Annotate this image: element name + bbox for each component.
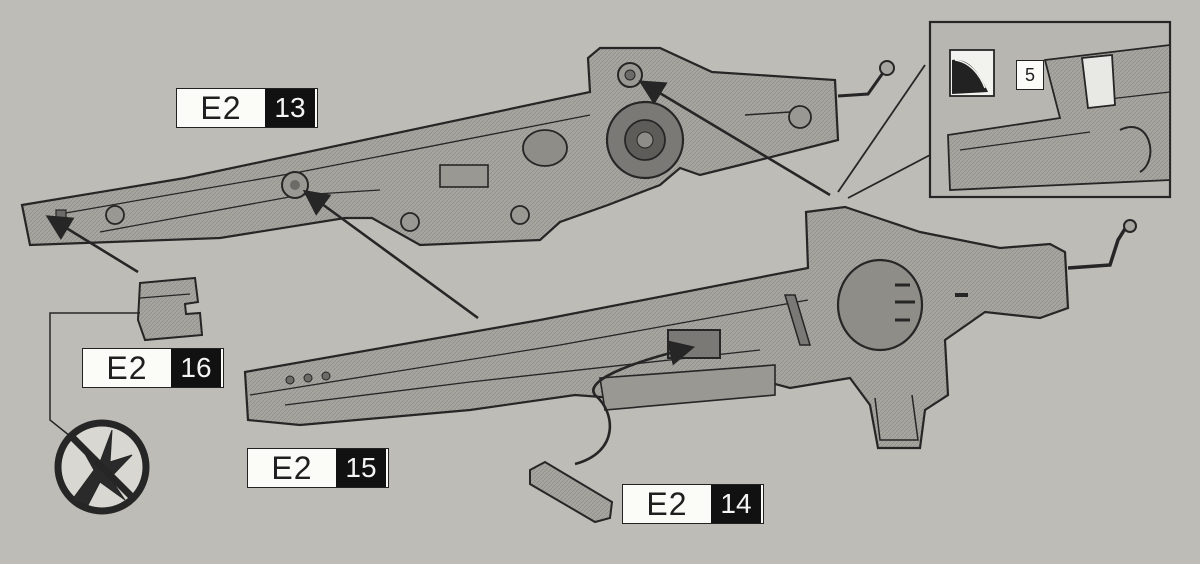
no-nipper-icon [54,419,150,515]
part-number: 14 [711,485,761,523]
sticker-5 [1080,54,1116,109]
part-label-15: E2 15 [247,448,389,488]
part-label-14: E2 14 [622,484,764,524]
part-number: 16 [171,349,221,387]
part-label-13: E2 13 [176,88,318,128]
runner-code: E2 [271,449,313,486]
sticker-number: 5 [1016,60,1044,90]
part-13-rifle-half [20,46,895,247]
part-15-rifle-half [243,205,1137,450]
assembly-arrows [45,80,831,466]
part-number: 13 [265,89,315,127]
runner-code: E2 [200,89,242,126]
part-label-16: E2 16 [82,348,224,388]
runner-code: E2 [106,349,148,386]
note-leader-line [49,312,140,441]
runner-code: E2 [646,485,688,522]
part-14-bar [529,460,614,524]
sticker-peel-icon [949,49,995,97]
detail-inset [837,20,1172,199]
part-number: 15 [336,449,386,487]
part-16-block [136,276,204,342]
